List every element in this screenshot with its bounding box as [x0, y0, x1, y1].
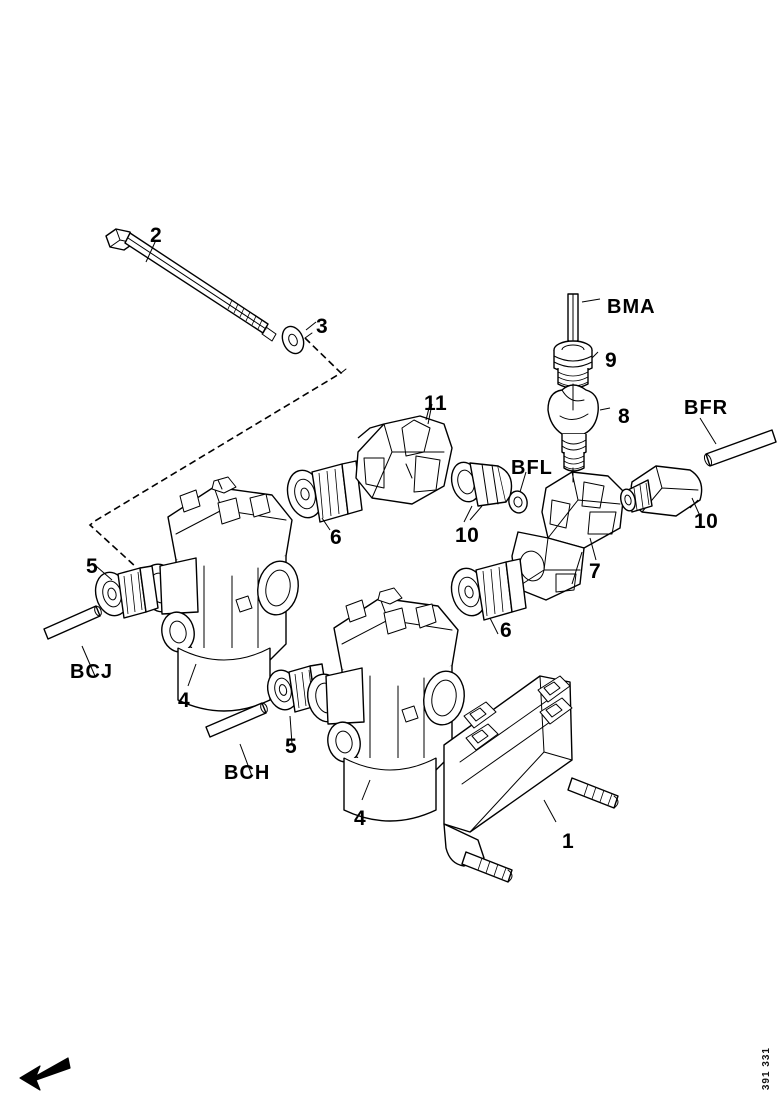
part-valve-body-right	[306, 587, 465, 822]
port-label-bma: BMA	[607, 296, 656, 318]
part-long-through-bolt	[105, 228, 277, 342]
callout-7: 7	[589, 560, 602, 583]
callout-2: 2	[150, 224, 163, 247]
port-label-bch: BCH	[224, 762, 271, 784]
tube-bch	[205, 702, 268, 777]
direction-of-travel-arrow	[19, 1057, 71, 1091]
part-straight-connector-left	[450, 461, 513, 521]
tube-bfr	[699, 417, 777, 467]
callout-5-upper: 5	[86, 555, 99, 578]
callout-6-upper: 6	[330, 526, 343, 549]
part-port-bfl-ring	[508, 471, 528, 514]
callout-4-left: 4	[178, 689, 191, 712]
sheet-reference-code: 391 331	[761, 1046, 772, 1090]
part-union-nut	[553, 340, 599, 397]
callout-10-right: 10	[694, 510, 719, 533]
part-valve-body-left	[140, 476, 299, 712]
callout-6-lower: 6	[500, 619, 513, 642]
part-manifold-block	[355, 403, 453, 505]
callout-10-left: 10	[455, 524, 480, 547]
assembly-dashed-leader	[88, 332, 347, 568]
callout-5-lower: 5	[285, 735, 298, 758]
part-distribution-block	[511, 471, 625, 601]
port-label-bcj: BCJ	[70, 661, 114, 683]
part-tee-connector	[547, 384, 611, 483]
part-elbow-fitting-lower	[450, 558, 527, 635]
port-label-bfl: BFL	[511, 457, 553, 479]
callout-leaders	[95, 239, 701, 801]
part-straight-connector-right	[620, 465, 703, 517]
callout-9: 9	[605, 349, 618, 372]
part-mounting-bracket	[443, 675, 619, 883]
callout-4-right: 4	[354, 807, 367, 830]
callout-8: 8	[618, 405, 631, 428]
part-elbow-fitting-upper	[286, 460, 363, 531]
part-washer	[281, 325, 305, 355]
callout-1: 1	[562, 830, 575, 853]
part-port-fitting-upper-left	[94, 565, 159, 619]
part-bma-tube	[567, 293, 601, 344]
callout-11: 11	[424, 392, 448, 415]
tube-bcj	[43, 605, 102, 677]
callout-3: 3	[316, 315, 329, 338]
port-label-bfr: BFR	[684, 397, 729, 419]
